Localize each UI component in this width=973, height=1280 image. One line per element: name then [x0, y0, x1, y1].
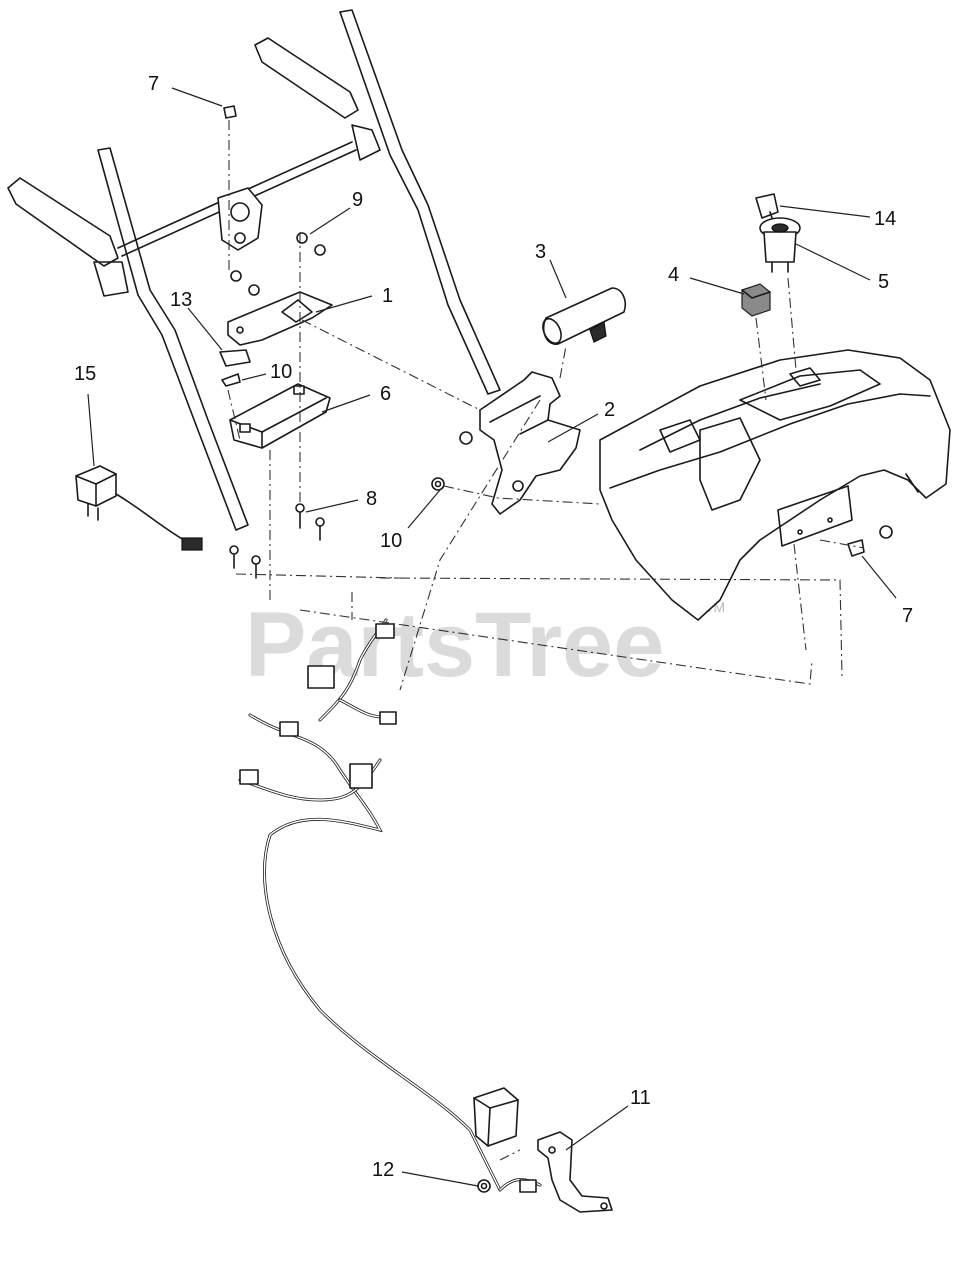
leader-lines	[87, 87, 897, 1187]
part-10-washer-lower[interactable]	[431, 431, 473, 491]
callout-10-lower: 10	[380, 530, 402, 552]
handlebar-assembly[interactable]	[7, 9, 501, 531]
callout-labels: 7 9 14 3 4 5 1 13 10 15 6 2 8 10 7 11 12	[74, 73, 913, 1181]
part-4-connector-housing[interactable]	[741, 283, 771, 317]
part-7-pin-top[interactable]	[223, 105, 237, 119]
callout-2: 2	[604, 399, 615, 421]
callout-13: 13	[170, 289, 192, 311]
part-6-control-module[interactable]	[229, 383, 331, 449]
callout-5: 5	[878, 271, 889, 293]
part-15-charger[interactable]	[75, 465, 203, 551]
alignment-lines	[227, 120, 865, 1161]
wiring-harness[interactable]	[238, 618, 542, 1193]
part-8-bolts[interactable]	[229, 503, 325, 579]
callout-14: 14	[874, 208, 896, 230]
part-10-washer-upper[interactable]	[221, 373, 241, 387]
callout-15: 15	[74, 363, 96, 385]
callout-11: 11	[630, 1087, 651, 1109]
callout-10-upper: 10	[270, 361, 292, 383]
callout-1: 1	[382, 285, 393, 307]
callout-3: 3	[535, 241, 546, 263]
part-2-mount-bracket[interactable]	[479, 371, 581, 515]
part-3-battery[interactable]	[539, 287, 627, 346]
callout-9: 9	[352, 189, 363, 211]
part-7-pin-lower[interactable]	[847, 525, 893, 557]
part-12-nut[interactable]	[477, 1179, 491, 1193]
nut-set[interactable]	[230, 232, 326, 296]
part-11-relay-bracket[interactable]	[537, 1131, 613, 1213]
part-1-bracket[interactable]	[227, 291, 333, 346]
console-housing[interactable]	[599, 349, 951, 621]
callout-8: 8	[366, 488, 377, 510]
callout-4: 4	[668, 264, 679, 286]
callout-7-top: 7	[148, 73, 159, 95]
part-13-clip[interactable]	[219, 349, 251, 367]
callout-6: 6	[380, 383, 391, 405]
callout-12: 12	[372, 1159, 394, 1181]
callout-7-lower: 7	[902, 605, 913, 627]
part-5-ignition-switch[interactable]	[759, 217, 801, 273]
